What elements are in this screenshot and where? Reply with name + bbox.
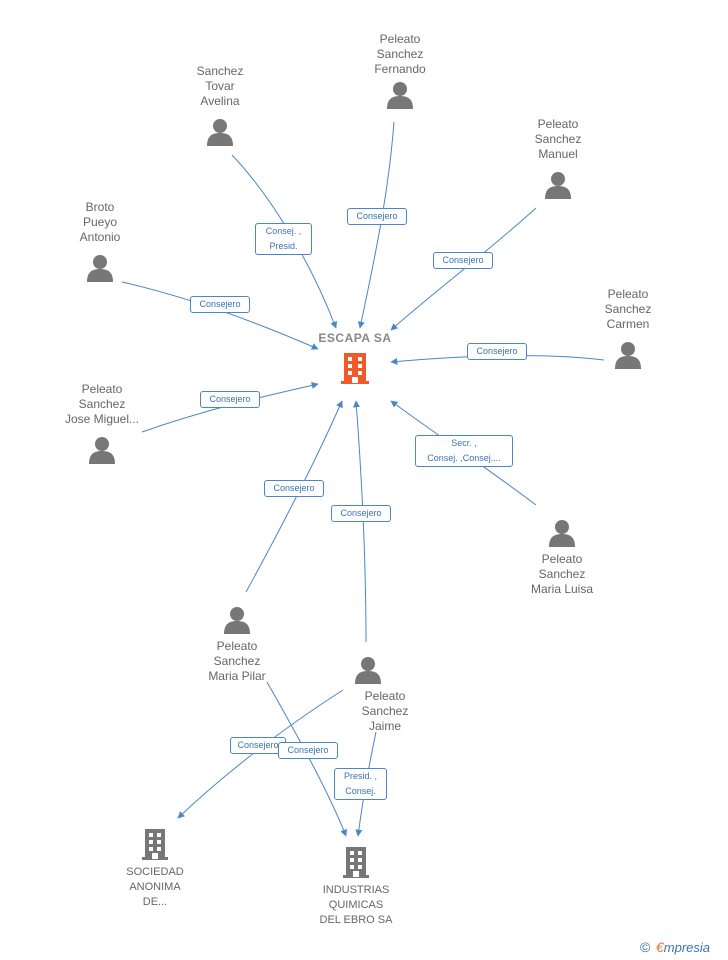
person-node-avelina[interactable]: Sanchez Tovar Avelina: [170, 64, 270, 147]
person-label: Peleato Sanchez Maria Luisa: [530, 552, 594, 596]
brand-initial: €: [656, 939, 664, 955]
edge-label-jaime[interactable]: Consejero: [331, 505, 391, 522]
person-node-marialuisa[interactable]: Peleato Sanchez Maria Luisa: [512, 518, 612, 597]
person-icon: [87, 255, 113, 282]
person-icon: [207, 119, 233, 146]
person-node-fernando[interactable]: Peleato Sanchez Fernando: [350, 32, 450, 110]
edge-broto: [121, 281, 319, 350]
edge-manuel: [390, 207, 537, 331]
edge-label-josemiguel[interactable]: Consejero: [200, 391, 260, 408]
company-node-sociedad[interactable]: SOCIEDAD ANONIMA DE...: [110, 827, 200, 910]
main-company-node[interactable]: ESCAPA SA: [300, 331, 410, 389]
edge-label-jaime-industrias[interactable]: Presid. , Consej.: [334, 768, 387, 800]
edge-fernando: [357, 121, 395, 329]
edge-label-fernando[interactable]: Consejero: [347, 208, 407, 225]
person-icon: [387, 82, 413, 109]
edge-jaime-sociedad: [177, 689, 344, 819]
person-node-manuel[interactable]: Peleato Sanchez Manuel: [508, 117, 608, 200]
brand-footer: © €mpresia: [638, 938, 728, 956]
building-icon: [341, 353, 369, 384]
edge-label-manuel[interactable]: Consejero: [433, 252, 493, 269]
person-node-broto[interactable]: Broto Pueyo Antonio: [50, 200, 150, 283]
person-icon: [89, 437, 115, 464]
person-label: Peleato Sanchez Manuel: [534, 117, 582, 161]
company-label: INDUSTRIAS QUIMICAS DEL EBRO SA: [319, 884, 393, 926]
copyright-icon: ©: [640, 939, 651, 955]
person-label: Peleato Sanchez Jose Miguel...: [64, 382, 140, 426]
person-label: Broto Pueyo Antonio: [79, 200, 121, 244]
edge-pilar-industrias: [266, 681, 347, 837]
edge-label-jaime-sociedad[interactable]: Consejero: [230, 737, 286, 754]
edge-label-avelina[interactable]: Consej. , Presid.: [255, 223, 312, 255]
person-icon: [545, 172, 571, 199]
company-node-industrias[interactable]: INDUSTRIAS QUIMICAS DEL EBRO SA: [306, 845, 406, 928]
person-label: Sanchez Tovar Avelina: [196, 64, 244, 108]
edge-label-mariapilar[interactable]: Consejero: [264, 480, 324, 497]
edge-label-carmen[interactable]: Consejero: [467, 343, 527, 360]
person-node-carmen[interactable]: Peleato Sanchez Carmen: [578, 287, 678, 370]
person-icon: [615, 342, 641, 369]
building-icon: [343, 847, 369, 878]
person-icon: [355, 657, 381, 684]
person-node-josemiguel[interactable]: Peleato Sanchez Jose Miguel...: [44, 382, 160, 465]
person-label: Peleato Sanchez Carmen: [604, 287, 652, 331]
person-icon: [224, 607, 250, 634]
person-label: Peleato Sanchez Fernando: [374, 32, 426, 76]
person-label: Peleato Sanchez Maria Pilar: [208, 639, 266, 683]
company-label: SOCIEDAD ANONIMA DE...: [126, 866, 184, 908]
edge-label-marialuisa[interactable]: Secr. , Consej. ,Consej....: [415, 435, 513, 467]
person-node-jaime[interactable]: Peleato Sanchez Jaime: [318, 655, 418, 734]
person-icon: [549, 520, 575, 547]
edge-label-pilar-industrias[interactable]: Consejero: [278, 742, 338, 759]
person-label: Peleato Sanchez Jaime: [361, 689, 409, 733]
edge-label-broto[interactable]: Consejero: [190, 296, 250, 313]
brand-name: mpresia: [663, 940, 711, 955]
brand-logo: €mpresia: [656, 939, 710, 955]
main-company-label: ESCAPA SA: [318, 331, 392, 345]
building-icon: [142, 829, 168, 860]
person-node-mariapilar[interactable]: Peleato Sanchez Maria Pilar: [187, 605, 287, 684]
